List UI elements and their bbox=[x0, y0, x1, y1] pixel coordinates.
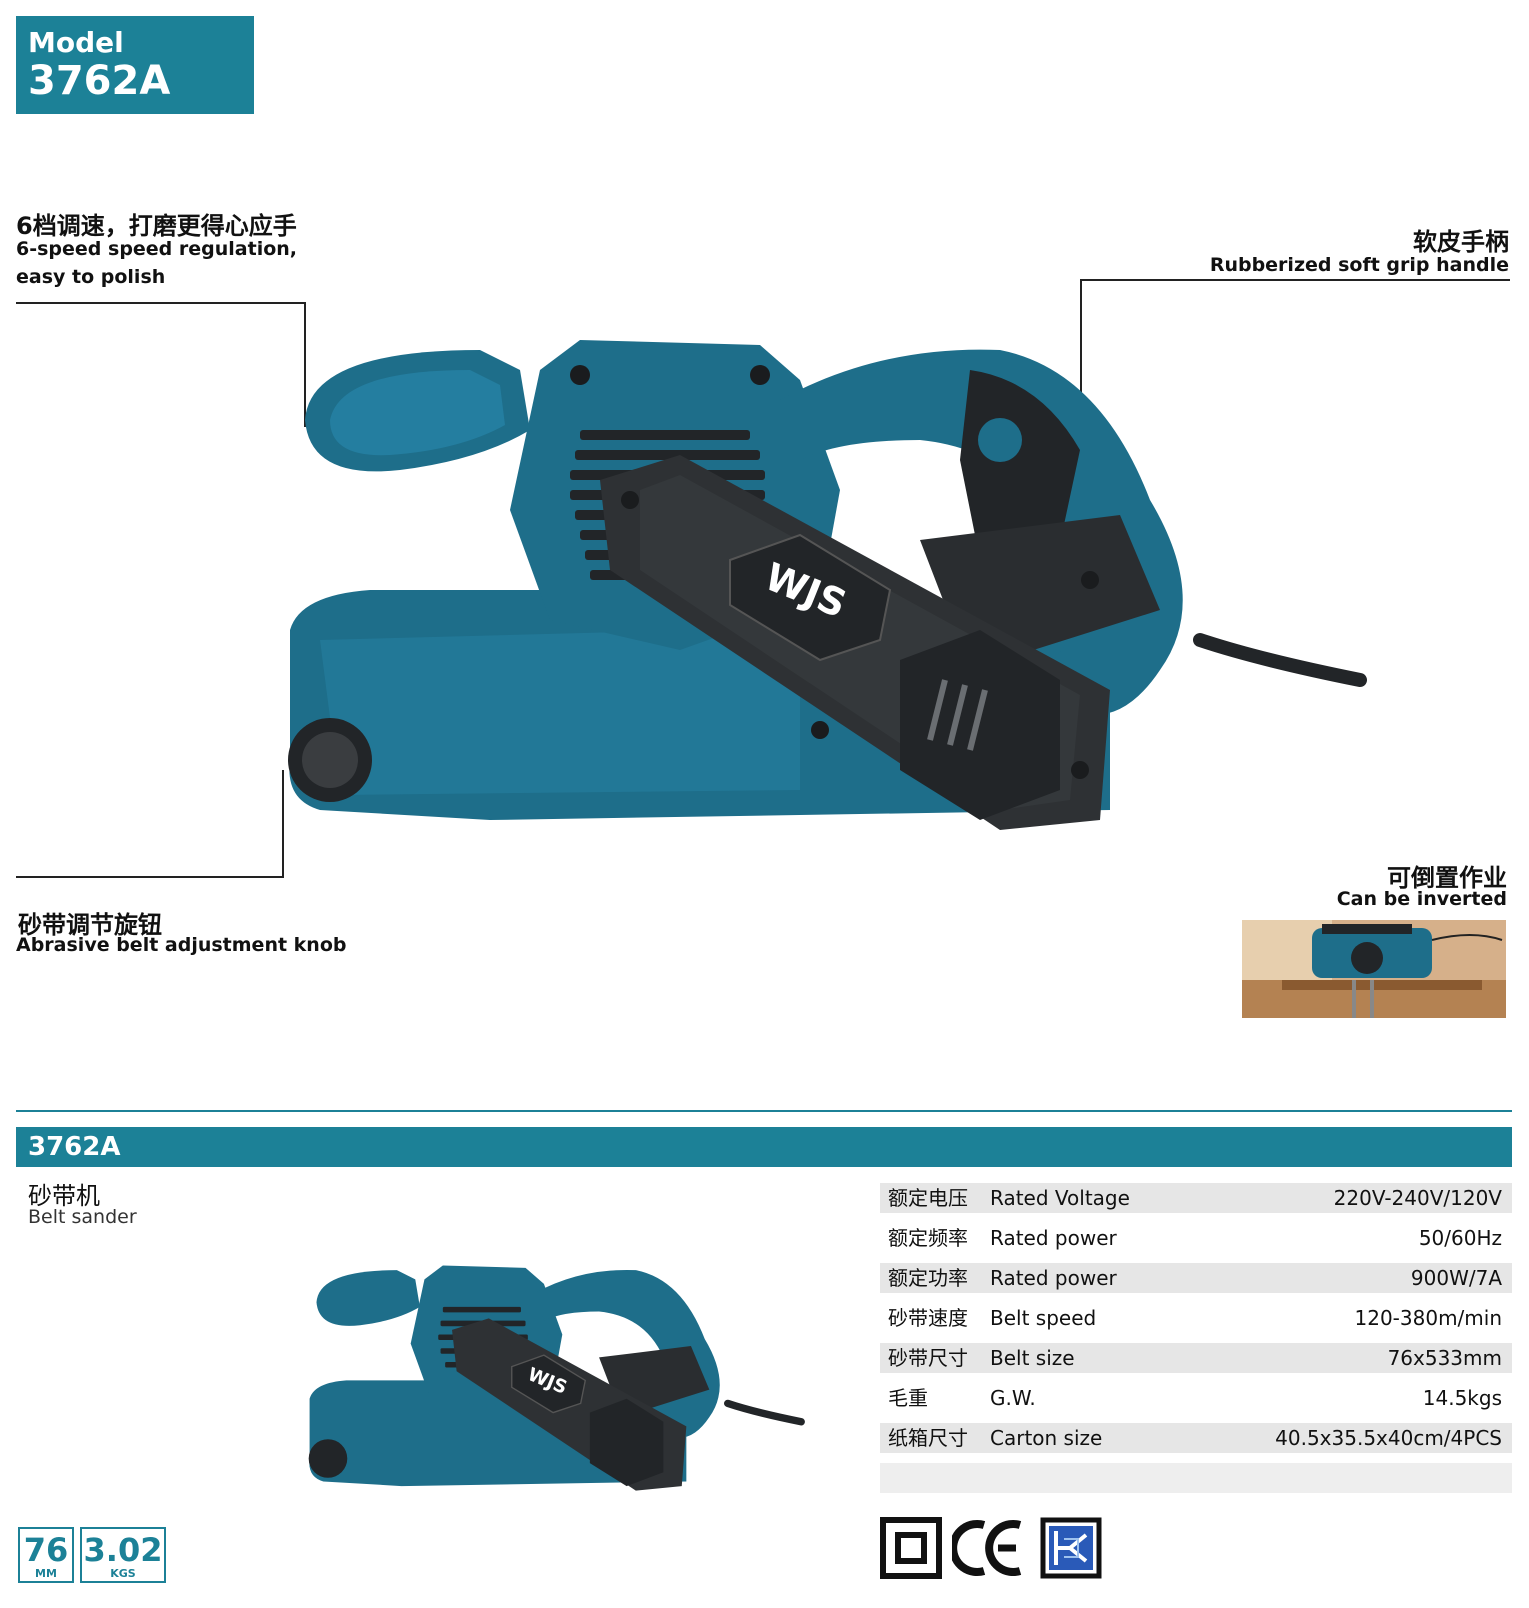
feature-inverted-cn: 可倒置作业 bbox=[1387, 864, 1507, 892]
callout-line-knob-v bbox=[282, 770, 284, 878]
badge-value: 3.02 bbox=[83, 1531, 163, 1569]
product-name-en: Belt sander bbox=[28, 1206, 137, 1228]
model-number: 3762A bbox=[28, 58, 171, 104]
spec-value: 120-380m/min bbox=[1354, 1306, 1503, 1330]
spec-label-en: Belt speed bbox=[990, 1306, 1097, 1330]
belt-sander-thumbnail: WJS bbox=[308, 1265, 805, 1491]
spec-label-en: Rated power bbox=[990, 1226, 1117, 1250]
belt-width-badge: 76 MM bbox=[18, 1527, 74, 1583]
spec-row: 额定频率 Rated power 50/60Hz bbox=[880, 1223, 1512, 1253]
callout-line-speed bbox=[16, 302, 306, 304]
spec-value: 220V-240V/120V bbox=[1333, 1186, 1502, 1210]
spec-label-cn: 砂带尺寸 bbox=[888, 1346, 968, 1370]
callout-line-speed-v bbox=[304, 302, 306, 427]
spec-label-cn: 额定功率 bbox=[888, 1266, 968, 1290]
spec-value: 50/60Hz bbox=[1418, 1226, 1502, 1250]
feature-speed-cn: 6档调速，打磨更得心应手 bbox=[16, 212, 297, 240]
spec-label-en: Belt size bbox=[990, 1346, 1075, 1370]
ce-mark-icon bbox=[952, 1520, 1022, 1576]
spec-label-en: G.W. bbox=[990, 1386, 1036, 1410]
badge-unit: MM bbox=[35, 1567, 57, 1580]
spec-label-cn: 额定频率 bbox=[888, 1226, 968, 1250]
ul-listed-icon bbox=[1040, 1517, 1102, 1579]
feature-speed-en1: 6-speed speed regulation, bbox=[16, 238, 298, 260]
spec-row-empty bbox=[880, 1463, 1512, 1493]
spec-label-en: Rated power bbox=[990, 1266, 1117, 1290]
spec-label-en: Carton size bbox=[990, 1426, 1103, 1450]
callout-line-grip bbox=[1080, 279, 1510, 281]
feature-knob-cn: 砂带调节旋钮 bbox=[18, 911, 162, 939]
model-badge: Model 3762A bbox=[16, 16, 254, 114]
product-model-bar: 3762A bbox=[16, 1127, 1512, 1167]
spec-value: 14.5kgs bbox=[1422, 1386, 1502, 1410]
spec-row: 额定功率 Rated power 900W/7A bbox=[880, 1263, 1512, 1293]
spec-value: 40.5x35.5x40cm/4PCS bbox=[1275, 1426, 1502, 1450]
spec-row: 额定电压 Rated Voltage 220V-240V/120V bbox=[880, 1183, 1512, 1213]
spec-row: 纸箱尺寸 Carton size 40.5x35.5x40cm/4PCS bbox=[880, 1423, 1512, 1453]
spec-row: 砂带尺寸 Belt size 76x533mm bbox=[880, 1343, 1512, 1373]
feature-knob-en: Abrasive belt adjustment knob bbox=[16, 934, 347, 956]
callout-line-grip-v bbox=[1080, 279, 1082, 399]
spec-label-cn: 毛重 bbox=[888, 1386, 928, 1410]
feature-grip-en: Rubberized soft grip handle bbox=[1209, 254, 1509, 276]
weight-badge: 3.02 KGS bbox=[80, 1527, 166, 1583]
spec-row: 毛重 G.W. 14.5kgs bbox=[880, 1383, 1512, 1413]
spec-label-cn: 纸箱尺寸 bbox=[888, 1426, 968, 1450]
feature-grip-cn: 软皮手柄 bbox=[1413, 228, 1509, 256]
feature-inverted-en: Can be inverted bbox=[1336, 888, 1507, 910]
badge-value: 76 bbox=[23, 1531, 69, 1569]
spec-label-en: Rated Voltage bbox=[990, 1186, 1130, 1210]
spec-value: 900W/7A bbox=[1410, 1266, 1502, 1290]
belt-sander-image: WJS bbox=[288, 340, 1367, 830]
model-label: Model bbox=[28, 26, 124, 59]
spec-label-cn: 额定电压 bbox=[888, 1186, 968, 1210]
feature-speed-en2: easy to polish bbox=[16, 266, 166, 288]
callout-line-knob bbox=[16, 876, 284, 878]
double-insulation-icon bbox=[880, 1517, 942, 1579]
spec-value: 76x533mm bbox=[1387, 1346, 1502, 1370]
spec-row: 砂带速度 Belt speed 120-380m/min bbox=[880, 1303, 1512, 1333]
section-divider bbox=[16, 1110, 1512, 1112]
product-name-cn: 砂带机 bbox=[28, 1182, 100, 1210]
badge-unit: KGS bbox=[110, 1567, 136, 1580]
inverted-use-photo bbox=[1242, 920, 1506, 1018]
spec-label-cn: 砂带速度 bbox=[888, 1306, 968, 1330]
